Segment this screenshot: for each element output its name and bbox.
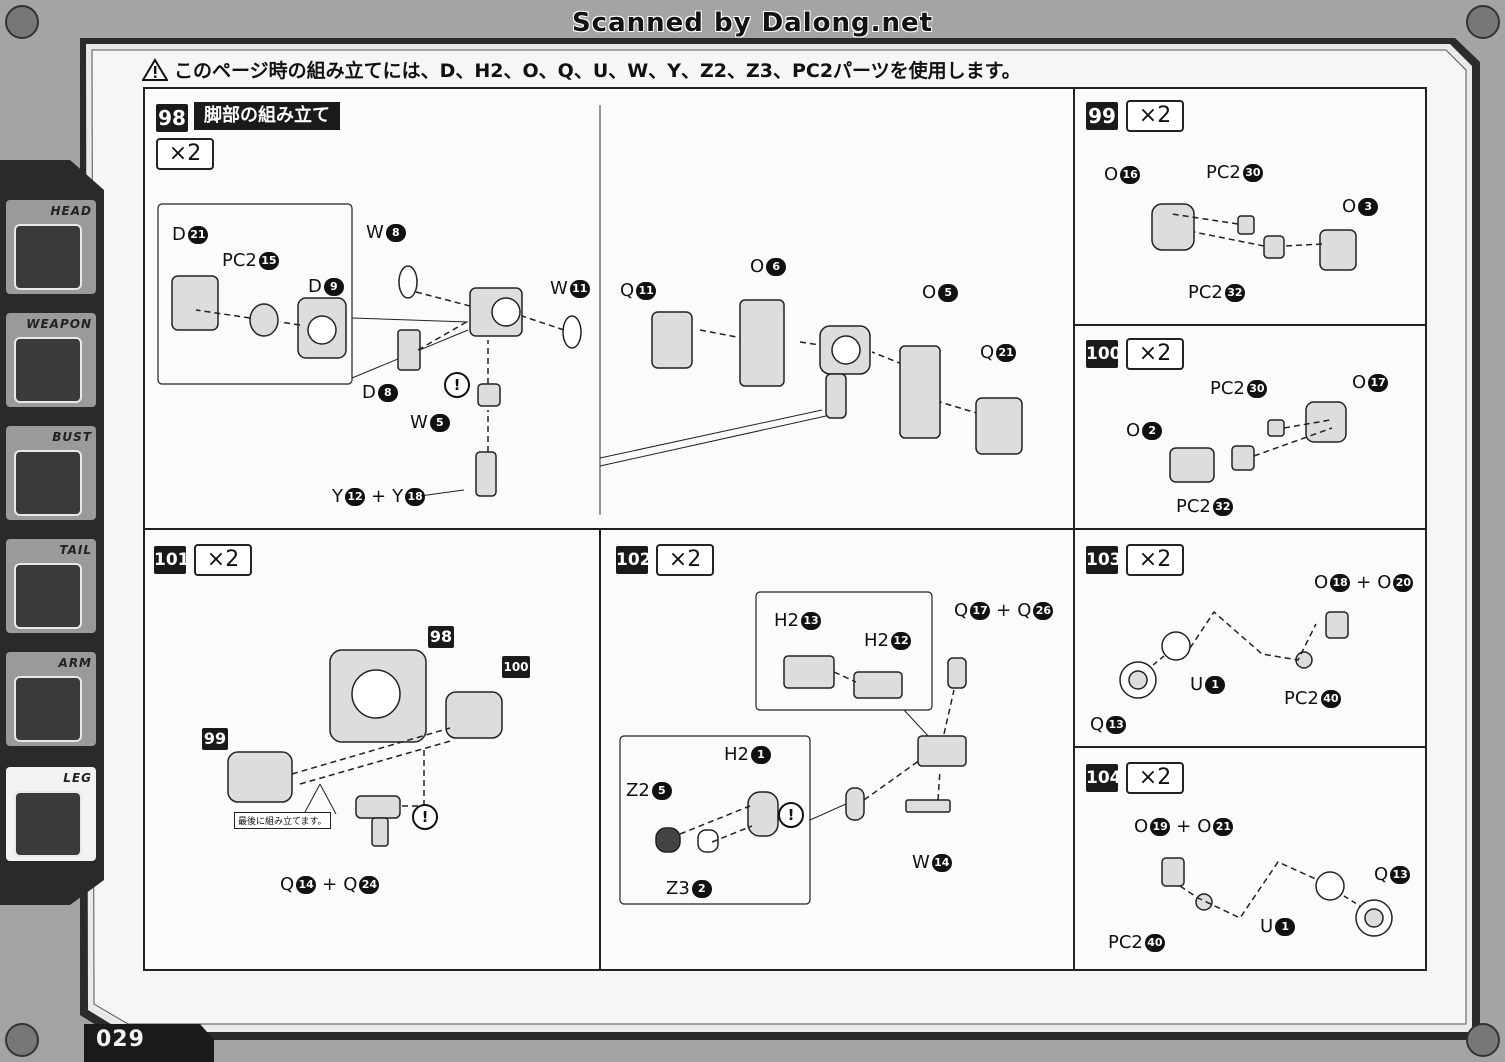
step-ref-98: 98 [428,626,454,648]
multiplier-98: ×2 [156,138,214,170]
multiplier-104: ×2 [1126,762,1184,794]
leg-icon [14,791,82,857]
step-number-101: 101 [154,546,190,574]
parts-notice-text: このページ時の組み立てには、D、H2、O、Q、U、W、Y、Z2、Z3、PC2パー… [174,60,1021,82]
multiplier-100: ×2 [1126,338,1184,370]
sidebar-tab-head[interactable]: HEAD [6,200,96,294]
sidebar-tab-tail[interactable]: TAIL [6,539,96,633]
sidebar-tab-weapon[interactable]: WEAPON [6,313,96,407]
sidebar-tab-arm[interactable]: ARM [6,652,96,746]
scan-credit: Scanned by Dalong.net [571,8,934,38]
sidebar-tab-label: ARM [58,656,92,670]
sidebar-tab-label: TAIL [59,543,92,557]
step-number-104: 104 [1086,764,1122,792]
multiplier-101: ×2 [194,544,252,576]
tail-icon [14,563,82,629]
arm-icon [14,676,82,742]
step-ref-100: 100 [502,656,530,678]
step-number-100: 100 [1086,340,1122,368]
multiplier-103: ×2 [1126,544,1184,576]
step-number-99: 99 [1086,102,1118,130]
sidebar-tab-label: BUST [52,430,92,444]
weapon-icon [14,337,82,403]
bust-icon [14,450,82,516]
sidebar-tab-leg[interactable]: LEG [6,767,96,861]
caution-icon: ! [778,802,804,828]
step-number-102: 102 [616,546,652,574]
warning-icon [142,57,168,81]
parts-notice: このページ時の組み立てには、D、H2、O、Q、U、W、Y、Z2、Z3、PC2パー… [142,56,1021,83]
sidebar-tab-label: HEAD [50,204,92,218]
caution-icon: ! [412,804,438,830]
step-ref-99: 99 [202,728,228,750]
multiplier-99: ×2 [1126,100,1184,132]
caution-icon: ! [444,372,470,398]
sidebar-tab-bust[interactable]: BUST [6,426,96,520]
step-title-98: 脚部の組み立て [194,102,340,130]
page-number: 029 [96,1027,145,1052]
step-number-98: 98 [156,104,188,132]
sidebar-tab-label: LEG [63,771,92,785]
head-icon [14,224,82,290]
sidebar-tab-label: WEAPON [26,317,92,331]
assembly-note: 最後に組み立てます。 [234,812,331,829]
step-number-103: 103 [1086,546,1122,574]
multiplier-102: ×2 [656,544,714,576]
